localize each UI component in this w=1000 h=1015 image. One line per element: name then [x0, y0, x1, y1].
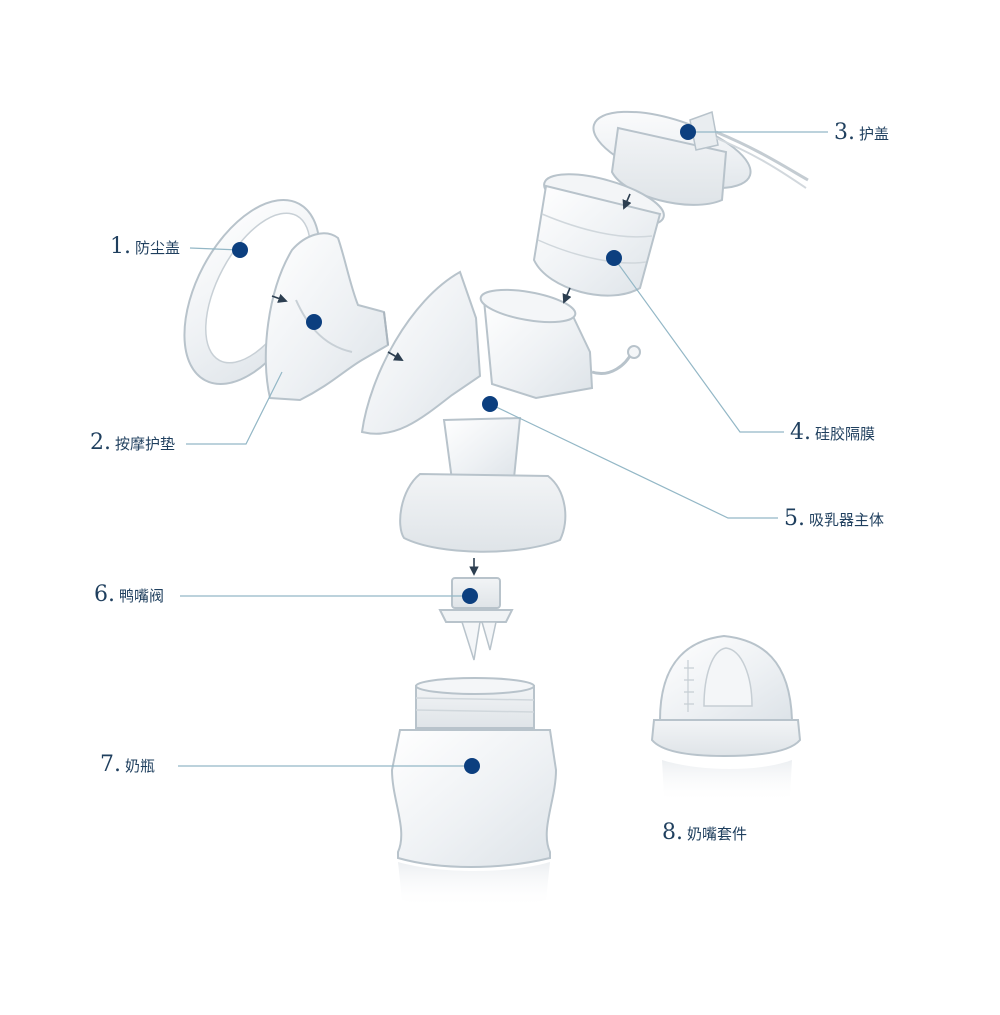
silicone-diaphragm-drawing	[532, 173, 665, 297]
label-massage-cushion: 2.按摩护垫	[90, 432, 175, 454]
label-number: 4.	[790, 420, 811, 445]
label-number: 2.	[90, 430, 111, 455]
marker-dot-1	[232, 242, 248, 258]
label-dust-cover: 1.防尘盖	[110, 236, 180, 258]
label-protective-cap: 3.护盖	[834, 122, 889, 144]
duckbill-valve-drawing	[438, 577, 514, 661]
label-text: 奶嘴套件	[687, 825, 748, 843]
label-text: 防尘盖	[135, 239, 181, 257]
label-number: 5.	[784, 506, 805, 531]
marker-dots	[232, 124, 696, 774]
marker-dot-4	[606, 250, 622, 266]
label-number: 1.	[110, 234, 131, 259]
leader-line-4	[613, 257, 784, 433]
marker-dot-2	[306, 314, 322, 330]
marker-dot-7	[464, 758, 480, 774]
label-text: 鸭嘴阀	[119, 587, 165, 605]
protective-cap-drawing	[592, 110, 809, 206]
arrow-icon	[387, 351, 404, 361]
label-text: 护盖	[859, 125, 890, 143]
label-text: 按摩护垫	[115, 435, 176, 453]
label-number: 3.	[834, 120, 855, 145]
label-text: 奶瓶	[125, 757, 156, 775]
arrow-icon	[562, 287, 572, 304]
leader-line-2	[186, 371, 283, 445]
nipple-set-drawing	[650, 634, 802, 804]
label-duckbill-valve: 6.鸭嘴阀	[94, 584, 164, 606]
bottle-drawing	[390, 677, 558, 909]
massage-cushion-drawing	[264, 232, 390, 402]
label-number: 8.	[662, 820, 683, 845]
label-silicone-diaphragm: 4.硅胶隔膜	[790, 422, 875, 444]
assembly-arrows	[271, 193, 632, 576]
pump-body-drawing	[360, 270, 641, 553]
arrow-icon	[622, 193, 632, 210]
label-nipple-set: 8.奶嘴套件	[662, 822, 747, 844]
label-pump-body: 5.吸乳器主体	[784, 508, 884, 530]
label-number: 7.	[100, 752, 121, 777]
marker-dot-5	[482, 396, 498, 412]
marker-dot-6	[462, 588, 478, 604]
arrow-icon	[271, 293, 288, 303]
label-number: 6.	[94, 582, 115, 607]
leader-line-1	[189, 247, 241, 251]
leader-line-5	[489, 403, 778, 519]
label-bottle: 7.奶瓶	[100, 754, 155, 776]
leader-lines	[178, 131, 828, 767]
label-text: 吸乳器主体	[809, 511, 885, 529]
label-text: 硅胶隔膜	[815, 425, 876, 443]
marker-dot-3	[680, 124, 696, 140]
